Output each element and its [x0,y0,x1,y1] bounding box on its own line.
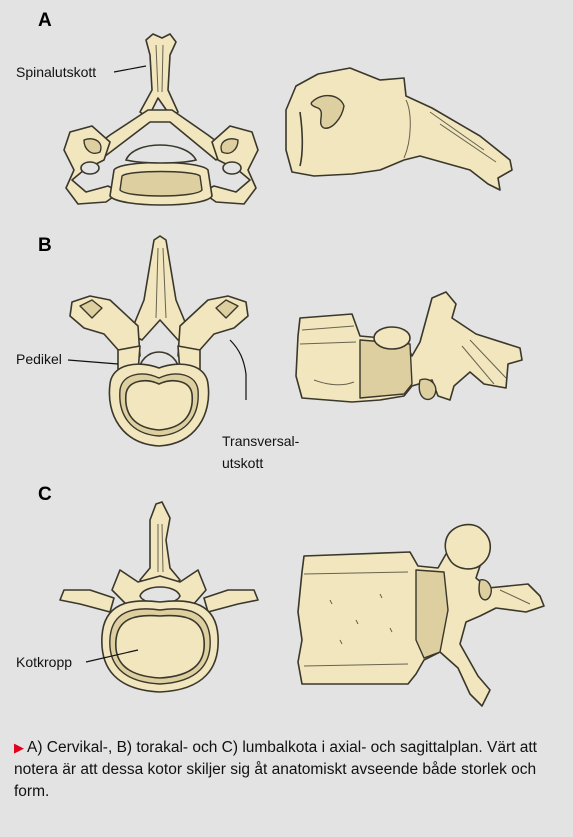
panel-c: C Kotkropp [16,484,544,706]
panel-b: B [16,235,522,471]
lumbar-sagittal-view [298,525,544,706]
panel-b-letter: B [38,235,52,256]
caption-text: A) Cervikal-, B) torakal- och C) lumbalk… [14,739,537,800]
panel-c-letter: C [38,484,52,505]
panel-a: A [16,10,512,205]
cervical-axial-view [64,34,258,205]
transversalutskott-label-line1: Transversal- [222,433,300,449]
pedikel-label: Pedikel [16,351,62,367]
pedikel-leader [68,360,118,364]
caption-marker-icon: ▶ [14,740,24,755]
transversalutskott-label-line2: utskott [222,455,263,471]
spinalutskott-leader [114,66,146,72]
thoracic-axial-view [70,236,248,446]
thoracic-sagittal-view [296,292,522,402]
cervical-sagittal-view [286,68,512,190]
panel-a-letter: A [38,10,52,31]
transversalutskott-leader [230,340,246,400]
spinalutskott-label: Spinalutskott [16,64,96,80]
figure-caption: ▶A) Cervikal-, B) torakal- och C) lumbal… [14,737,562,803]
kotkropp-label: Kotkropp [16,654,72,670]
lumbar-axial-view [60,502,258,692]
